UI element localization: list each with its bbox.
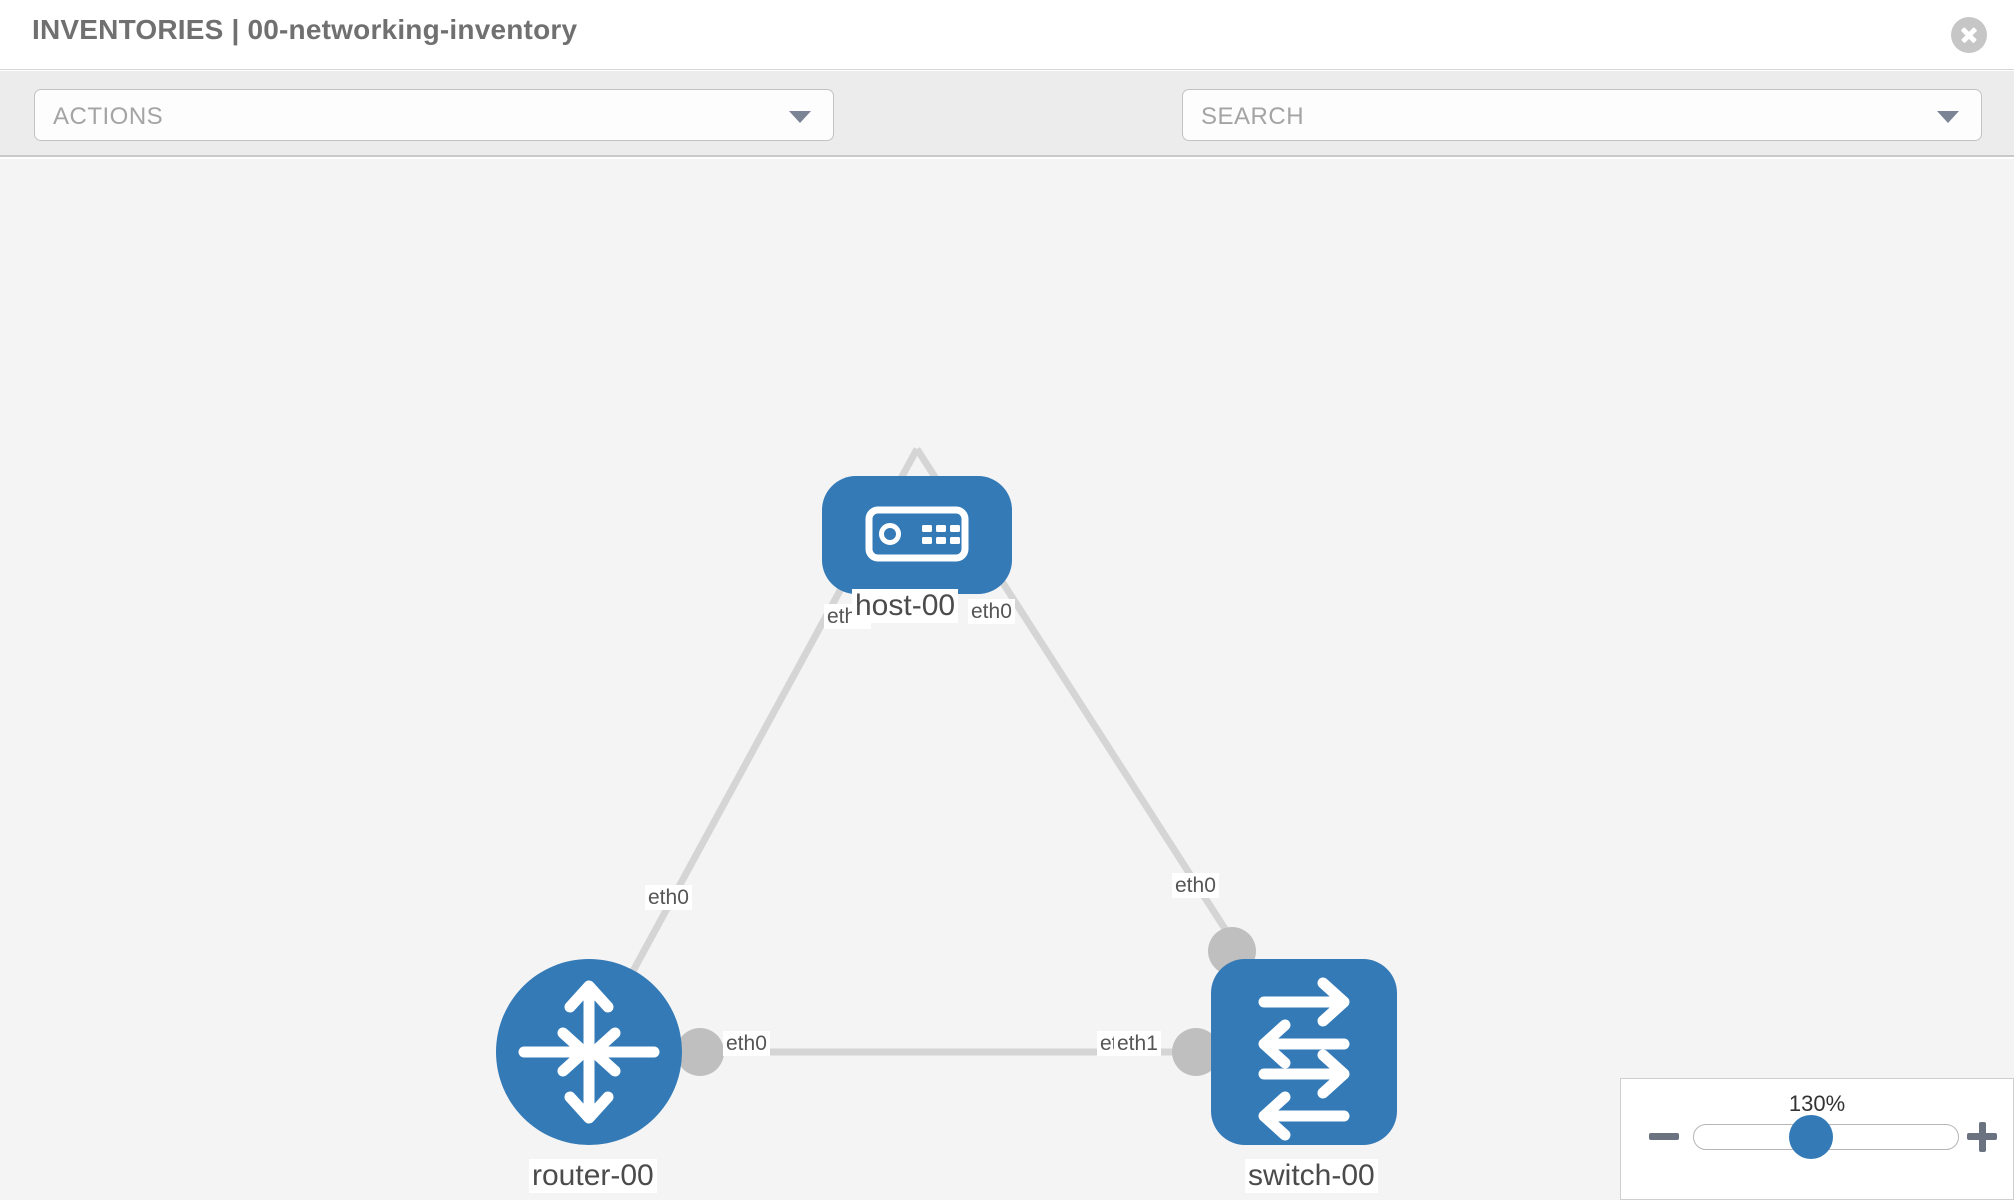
page-title: INVENTORIES | 00-networking-inventory [32,14,578,45]
interface-label: eth0 [1172,873,1219,898]
zoom-control-panel: 130% [1620,1078,2014,1200]
node-label-router-00: router-00 [529,1159,657,1193]
node-router-00 [496,959,682,1145]
chevron-down-icon [789,111,811,123]
interface-label: eth0 [723,1031,770,1056]
connector-router00-east [676,1028,724,1076]
close-icon[interactable] [1951,17,1987,53]
node-label-switch-00: switch-00 [1245,1159,1378,1193]
interface-label: eth1 [1114,1031,1161,1056]
minus-icon[interactable] [1647,1119,1681,1153]
zoom-level-value: 130% [1788,1091,1846,1116]
actions-dropdown[interactable]: ACTIONS [34,89,834,141]
zoom-slider-thumb[interactable] [1789,1115,1833,1159]
search-placeholder: SEARCH [1201,103,1305,130]
toolbar: ACTIONS SEARCH [0,71,2014,199]
plus-icon[interactable] [1965,1119,1999,1153]
connector-switch00-west [1172,1028,1220,1076]
node-host-00 [822,476,1012,594]
node-switch-00 [1211,959,1397,1145]
actions-dropdown-label: ACTIONS [53,103,164,130]
search-input[interactable]: SEARCH [1182,89,1982,141]
chevron-down-icon[interactable] [1937,111,1959,123]
topology-graph [496,447,1397,1145]
interface-label: eth0 [968,599,1015,624]
node-label-host-00: host-00 [852,589,959,623]
topology-canvas[interactable]: eth0 eth0 host-00 eth0 eth0 eth0 eth0 et… [0,159,2014,1200]
interface-label: eth0 [645,885,692,910]
page-header: INVENTORIES | 00-networking-inventory [0,0,2014,70]
